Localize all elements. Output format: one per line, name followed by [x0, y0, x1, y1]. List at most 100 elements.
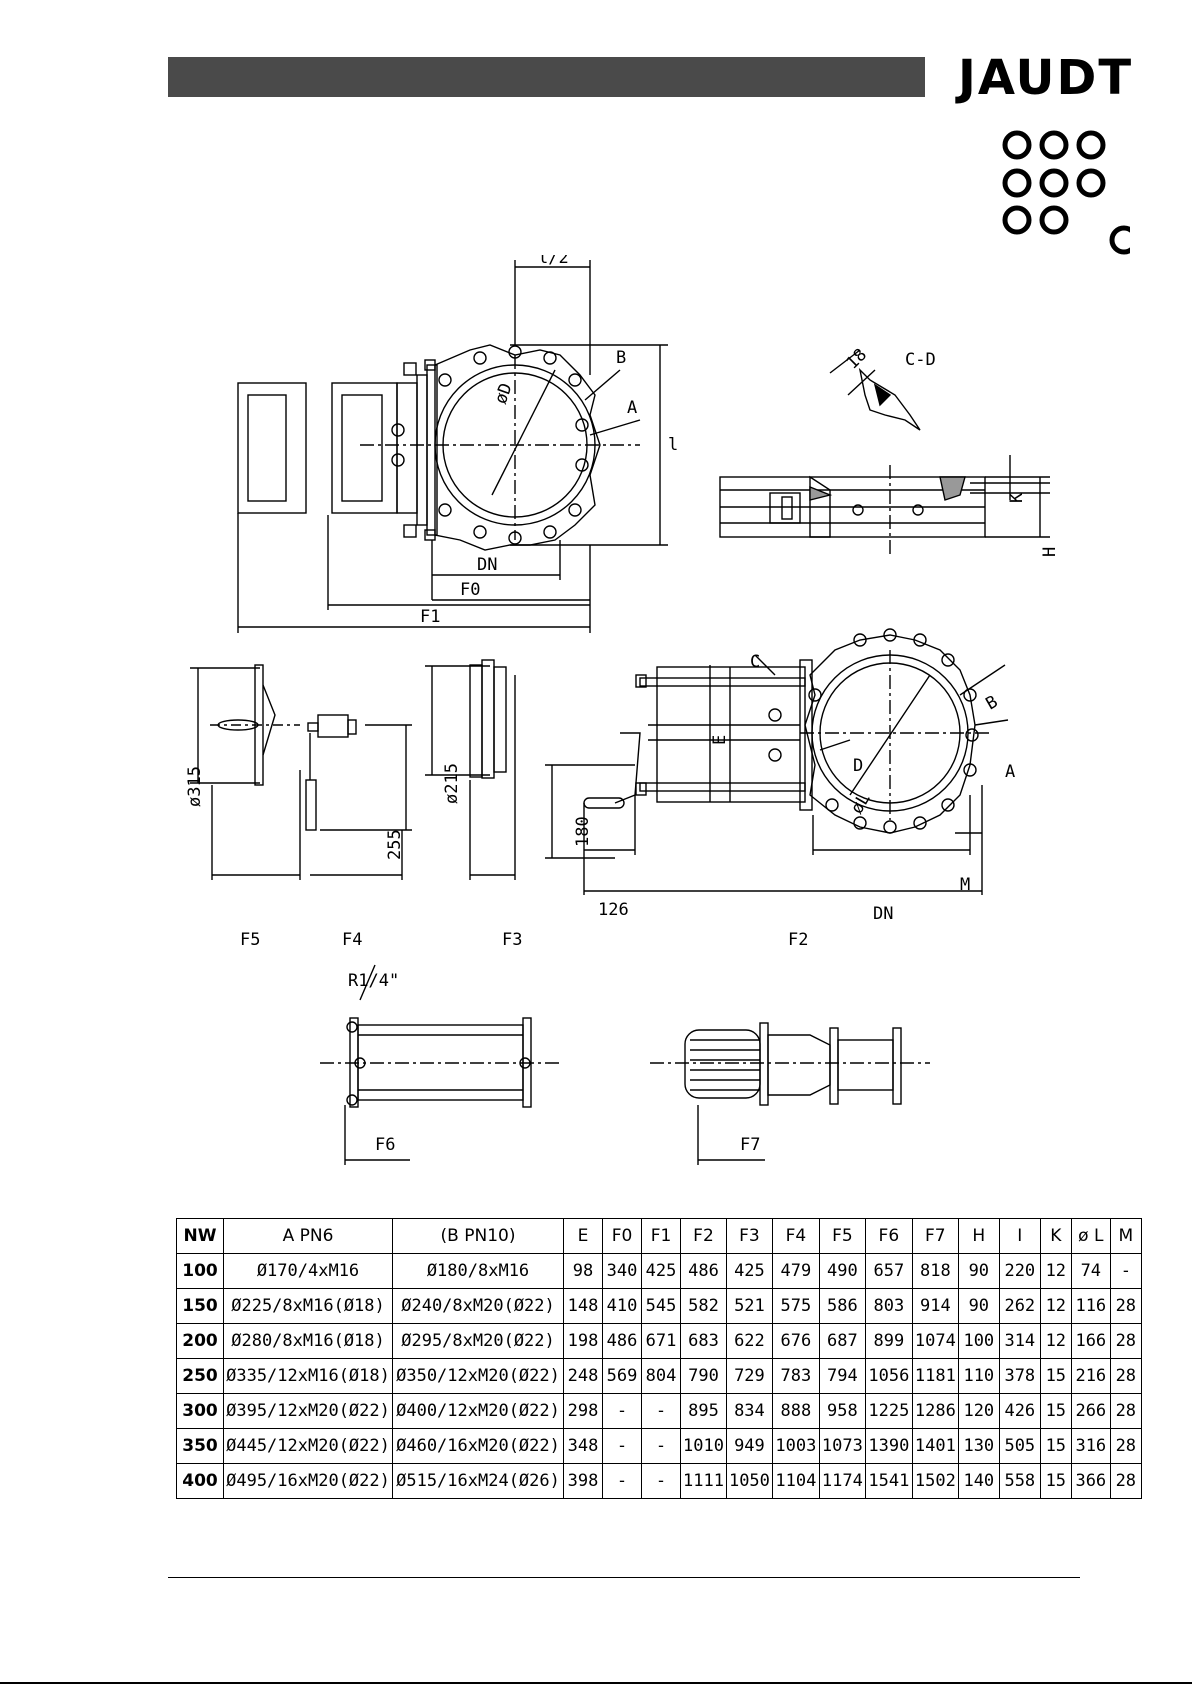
cell: 90	[957, 1253, 1000, 1289]
cell: 671	[641, 1323, 681, 1359]
col-k: K	[1039, 1218, 1072, 1254]
port-R14: R1/4"	[348, 971, 399, 991]
table-row: 350 Ø445/12xM20(Ø22) Ø460/16xM20(Ø22) 34…	[176, 1428, 1142, 1464]
col-f4: F4	[771, 1218, 820, 1254]
cell: 150	[176, 1288, 224, 1324]
footer-divider	[168, 1577, 1080, 1578]
cell: -	[602, 1463, 642, 1499]
cell: 262	[998, 1288, 1041, 1324]
cell: 687	[818, 1323, 866, 1359]
col-f7: F7	[911, 1218, 959, 1254]
cell: Ø335/12xM16(Ø18)	[223, 1358, 393, 1394]
dim-A: A	[627, 398, 637, 418]
dim-F7: F7	[740, 1135, 760, 1155]
cell: 198	[563, 1323, 603, 1359]
cell: 790	[680, 1358, 727, 1394]
cell: 729	[725, 1358, 773, 1394]
cell: 166	[1070, 1323, 1111, 1359]
cell: 28	[1109, 1323, 1142, 1359]
cell: 888	[771, 1393, 820, 1429]
cell: 899	[864, 1323, 913, 1359]
cell: 426	[998, 1393, 1041, 1429]
cell: 818	[911, 1253, 959, 1289]
cell: 350	[176, 1428, 224, 1464]
cell: 220	[998, 1253, 1041, 1289]
dim-l: l	[668, 435, 678, 455]
cell: 1541	[864, 1463, 913, 1499]
col-i: I	[998, 1218, 1041, 1254]
dim-215: ø215	[442, 763, 462, 804]
cell: 622	[725, 1323, 773, 1359]
cell: 110	[957, 1358, 1000, 1394]
cell: Ø515/16xM24(Ø26)	[392, 1463, 564, 1499]
dim-180: 180	[573, 816, 593, 847]
dim-A2: A	[1005, 762, 1015, 782]
cell: 1003	[771, 1428, 820, 1464]
col-f3: F3	[725, 1218, 773, 1254]
dim-B2: B	[983, 692, 1002, 714]
cell: 100	[176, 1253, 224, 1289]
dim-B: B	[616, 348, 626, 368]
dim-F0: F0	[460, 580, 480, 600]
dim-K: K	[1007, 492, 1027, 503]
cell: 582	[680, 1288, 727, 1324]
col-m: M	[1109, 1218, 1142, 1254]
cell: 895	[680, 1393, 727, 1429]
cell: 248	[563, 1358, 603, 1394]
chain-wheel	[481, 659, 495, 779]
dim-F3: F3	[502, 930, 522, 950]
cell: 148	[563, 1288, 603, 1324]
cell: 400	[176, 1463, 224, 1499]
cell: 521	[725, 1288, 773, 1324]
cell: 398	[563, 1463, 603, 1499]
cell: 12	[1039, 1323, 1072, 1359]
cell: 794	[818, 1358, 866, 1394]
cell: Ø295/8xM20(Ø22)	[392, 1323, 564, 1359]
cell: -	[641, 1463, 681, 1499]
table-row: 200 Ø280/8xM16(Ø18) Ø295/8xM20(Ø22) 198 …	[176, 1323, 1142, 1359]
cell: 486	[680, 1253, 727, 1289]
cell: 340	[602, 1253, 642, 1289]
cell: Ø280/8xM16(Ø18)	[223, 1323, 393, 1359]
cell: 1010	[680, 1428, 727, 1464]
cell: 28	[1109, 1393, 1142, 1429]
dim-D2: D	[853, 756, 863, 776]
cell: 1111	[680, 1463, 727, 1499]
cell: 949	[725, 1428, 773, 1464]
cell: 216	[1070, 1358, 1111, 1394]
dim-255: 255	[385, 829, 405, 860]
dim-C: C	[750, 652, 760, 672]
cell: 120	[957, 1393, 1000, 1429]
cell: Ø225/8xM16(Ø18)	[223, 1288, 393, 1324]
cell: 28	[1109, 1428, 1142, 1464]
cell: 348	[563, 1428, 603, 1464]
dim-D: øD	[491, 381, 517, 407]
brand-dots-icon	[1002, 130, 1130, 255]
cell: 378	[998, 1358, 1041, 1394]
cell: -	[602, 1393, 642, 1429]
cell: 298	[563, 1393, 603, 1429]
cell: 266	[1070, 1393, 1111, 1429]
cell: 783	[771, 1358, 820, 1394]
cell: Ø495/16xM20(Ø22)	[223, 1463, 393, 1499]
table-row: 300 Ø395/12xM20(Ø22) Ø400/12xM20(Ø22) 29…	[176, 1393, 1142, 1429]
col-f2: F2	[680, 1218, 727, 1254]
cell: 12	[1039, 1253, 1072, 1289]
cell: 1390	[864, 1428, 913, 1464]
cell: -	[641, 1428, 681, 1464]
cell: 505	[998, 1428, 1041, 1464]
dim-18: 18	[842, 345, 871, 374]
cell: 15	[1039, 1463, 1072, 1499]
col-nw: NW	[176, 1218, 224, 1254]
brand-logo: JAUDT	[958, 50, 1134, 106]
cell: Ø350/12xM20(Ø22)	[392, 1358, 564, 1394]
dim-F6: F6	[375, 1135, 395, 1155]
cell: 1401	[911, 1428, 959, 1464]
cell: 803	[864, 1288, 913, 1324]
page-edge-line	[0, 1682, 1192, 1684]
cell: 250	[176, 1358, 224, 1394]
cell: -	[641, 1393, 681, 1429]
dim-F2: F2	[788, 930, 808, 950]
cell: 569	[602, 1358, 642, 1394]
col-f0: F0	[602, 1218, 642, 1254]
